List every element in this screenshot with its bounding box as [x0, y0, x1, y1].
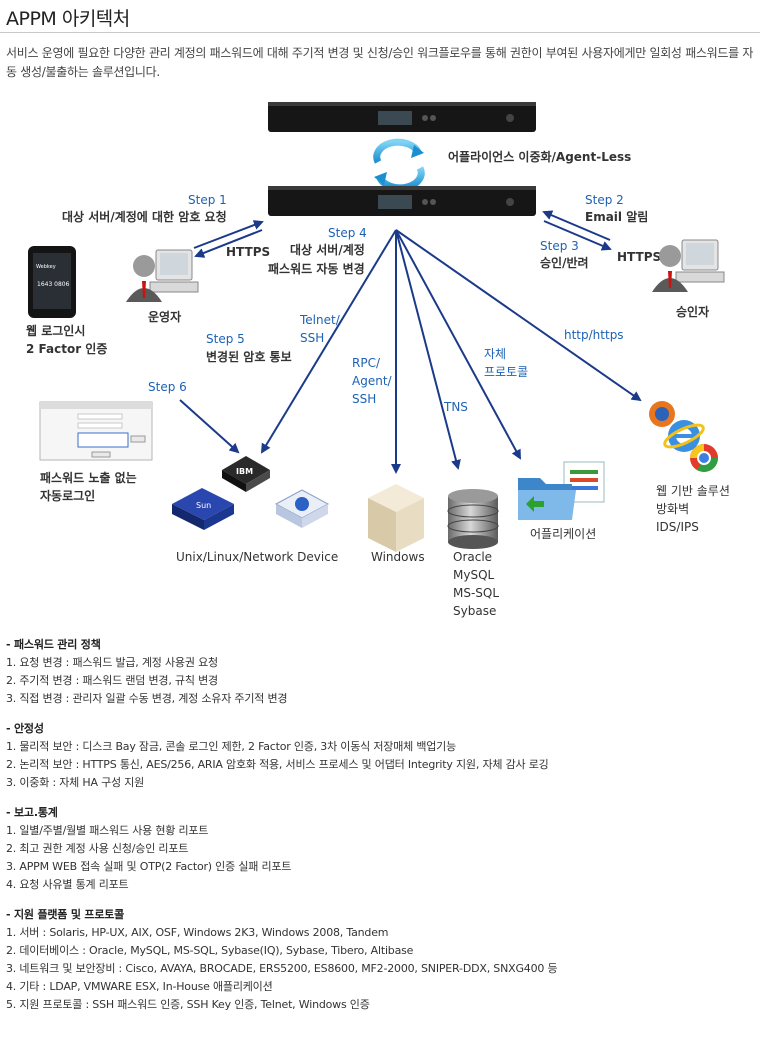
http-label: http/https [564, 328, 624, 342]
rpc-label-1: RPC/ [352, 356, 381, 370]
section-block: - 패스워드 관리 정책 1. 요청 변경 : 패스워드 발급, 계정 사용권 요… [6, 636, 758, 708]
section-block: - 지원 플랫폼 및 프로토콜 1. 서버 : Solaris, HP-UX, A… [6, 906, 758, 1014]
mobile-phone-icon: Webkey 1643 0806 [28, 246, 76, 318]
section-item: 4. 기타 : LDAP, VMWARE ESX, In-House 애플리케이… [6, 980, 273, 993]
page-title: APPM 아키텍처 [6, 8, 130, 30]
connection-arrows [179, 210, 642, 474]
architecture-diagram: 어플라이언스 이중화/Agent-Less Step 1 대상 서버/계정에 대… [26, 102, 730, 618]
section-item: 2. 논리적 보안 : HTTPS 통신, AES/256, ARIA 암호화 … [6, 758, 549, 771]
ibm-label: IBM [236, 467, 253, 476]
web-login-label-1: 웹 로그인시 [26, 323, 85, 338]
step3-text: 승인/반려 [540, 255, 589, 270]
section-item: 4. 요청 사유별 통계 리포트 [6, 878, 129, 891]
step5-title: Step 5 [206, 332, 245, 346]
https-left-label: HTTPS [226, 245, 270, 259]
section-item: 1. 요청 변경 : 패스워드 발급, 계정 사용권 요청 [6, 656, 218, 669]
section-item: 1. 일별/주별/월별 패스워드 사용 현황 리포트 [6, 824, 209, 837]
step4-title: Step 4 [328, 226, 367, 240]
intro-text: 서비스 운영에 필요한 다양한 관리 계정의 패스워드에 대해 주기적 변경 및… [6, 46, 754, 79]
sync-icon [373, 138, 425, 192]
auto-login-window-thumbnail [39, 401, 153, 461]
section-block: - 안정성 1. 물리적 보안 : 디스크 Bay 잠금, 콘솔 로그인 제한, … [6, 720, 758, 792]
db-label-mysql: MySQL [453, 568, 495, 582]
section-item: 3. 이중화 : 자체 HA 구성 지원 [6, 776, 145, 789]
section-heading: - 안정성 [6, 722, 44, 735]
ids-ips-label: IDS/IPS [656, 520, 699, 534]
phone-screen-line1: Webkey [36, 264, 56, 270]
step4-line2: 패스워드 자동 변경 [268, 261, 365, 276]
tns-label: TNS [443, 400, 468, 414]
unix-label: Unix/Linux/Network Device [176, 550, 338, 564]
windows-label: Windows [371, 550, 425, 564]
https-right-label: HTTPS [617, 250, 661, 264]
db-label-mssql: MS-SQL [453, 586, 499, 600]
approver-user-icon [652, 239, 725, 292]
database-icon [447, 489, 499, 549]
firewall-label: 방화벽 [656, 502, 689, 516]
section-item: 2. 주기적 변경 : 패스워드 랜덤 변경, 규칙 변경 [6, 674, 218, 687]
section-item: 5. 지원 프로토콜 : SSH 패스워드 인증, SSH Key 인증, Te… [6, 998, 370, 1011]
own-protocol-label-1: 자체 [484, 347, 506, 361]
section-block: - 보고.통계 1. 일별/주별/월별 패스워드 사용 현황 리포트 2. 최고 권… [6, 804, 758, 894]
rpc-label-3: SSH [352, 392, 376, 406]
section-item: 1. 서버 : Solaris, HP-UX, AIX, OSF, Window… [6, 926, 389, 939]
step2-text: Email 알림 [585, 210, 648, 224]
auto-login-label-1: 패스워드 노출 없는 [40, 470, 137, 485]
operator-user-icon [126, 249, 199, 302]
sun-server-icon: Sun [172, 488, 234, 530]
db-label-sybase: Sybase [453, 604, 496, 618]
appliance-caption: 어플라이언스 이중화/Agent-Less [448, 149, 631, 164]
sun-label: Sun [196, 501, 211, 510]
section-heading: - 보고.통계 [6, 806, 58, 819]
web-login-label-2: 2 Factor 인증 [26, 341, 107, 356]
section-heading: - 패스워드 관리 정책 [6, 638, 101, 651]
step2-title: Step 2 [585, 193, 624, 207]
appliance-primary [268, 102, 536, 132]
own-protocol-label-2: 프로토콜 [484, 365, 528, 379]
web-solution-label: 웹 기반 솔루션 [656, 484, 730, 498]
step3-title: Step 3 [540, 239, 579, 253]
step4-line1: 대상 서버/계정 [290, 242, 365, 257]
browser-icons [649, 401, 718, 472]
step1-text: 대상 서버/계정에 대한 암호 요청 [62, 209, 227, 224]
rpc-label-2: Agent/ [352, 374, 393, 388]
windows-server-icon [368, 484, 424, 552]
section-heading: - 지원 플랫폼 및 프로토콜 [6, 908, 125, 921]
section-item: 3. 직접 변경 : 관리자 일괄 수동 변경, 계정 소유자 주기적 변경 [6, 692, 288, 705]
telnet-label-1: Telnet/ [299, 313, 341, 327]
application-folder-icon [518, 461, 605, 520]
section-item: 2. 데이터베이스 : Oracle, MySQL, MS-SQL, Sybas… [6, 944, 414, 957]
approver-label: 승인자 [676, 304, 709, 319]
section-item: 3. 네트워크 및 보안장비 : Cisco, AVAYA, BROCADE, … [6, 962, 558, 975]
section-item: 1. 물리적 보안 : 디스크 Bay 잠금, 콘솔 로그인 제한, 2 Fac… [6, 740, 457, 753]
feature-sections: - 패스워드 관리 정책 1. 요청 변경 : 패스워드 발급, 계정 사용권 요… [6, 636, 758, 1026]
application-label: 어플리케이션 [530, 527, 596, 541]
title-divider [0, 32, 760, 33]
step1-title: Step 1 [188, 193, 227, 207]
ibm-server-icon: IBM [222, 456, 270, 492]
section-item: 3. APPM WEB 접속 실패 및 OTP(2 Factor) 인증 실패 … [6, 860, 292, 873]
step5-text: 변경된 암호 통보 [206, 349, 292, 364]
phone-screen-line2: 1643 0806 [37, 281, 70, 288]
section-item: 2. 최고 권한 계정 사용 신청/승인 리포트 [6, 842, 189, 855]
auto-login-label-2: 자동로그인 [40, 488, 95, 503]
telnet-label-2: SSH [300, 331, 324, 345]
network-device-icon [274, 489, 330, 528]
db-label-oracle: Oracle [453, 550, 492, 564]
step6-title: Step 6 [148, 380, 187, 394]
operator-label: 운영자 [148, 309, 181, 324]
appliance-secondary [268, 186, 536, 216]
